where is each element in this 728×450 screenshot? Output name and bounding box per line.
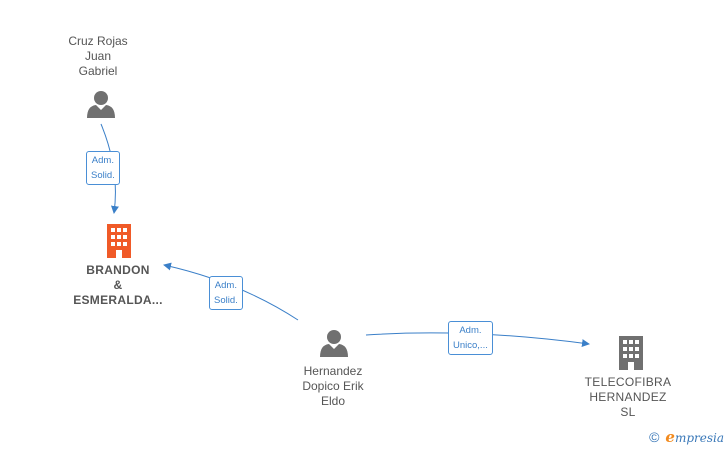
node-label-hernandez[interactable]: Hernandez Dopico Erik Eldo [302,364,364,408]
person-icon[interactable] [319,328,349,358]
edge-label-hernandez-telecofibra: Adm. Unico,... [448,321,493,355]
node-label-telecofibra[interactable]: TELECOFIBRA HERNANDEZ SL [584,375,672,419]
building-icon[interactable] [104,224,134,258]
edge-label-cruz-brandon: Adm. Solid. [86,151,120,185]
edge-label-hernandez-brandon: Adm. Solid. [209,276,243,310]
node-label-brandon[interactable]: BRANDON & ESMERALDA... [73,263,163,307]
brand-logo: empresia [665,428,724,446]
person-icon[interactable] [86,89,116,119]
copyright-icon: © [649,429,660,445]
copyright-footer: © empresia [649,428,724,446]
building-icon[interactable] [616,336,646,370]
node-label-cruz[interactable]: Cruz Rojas Juan Gabriel [68,34,128,78]
